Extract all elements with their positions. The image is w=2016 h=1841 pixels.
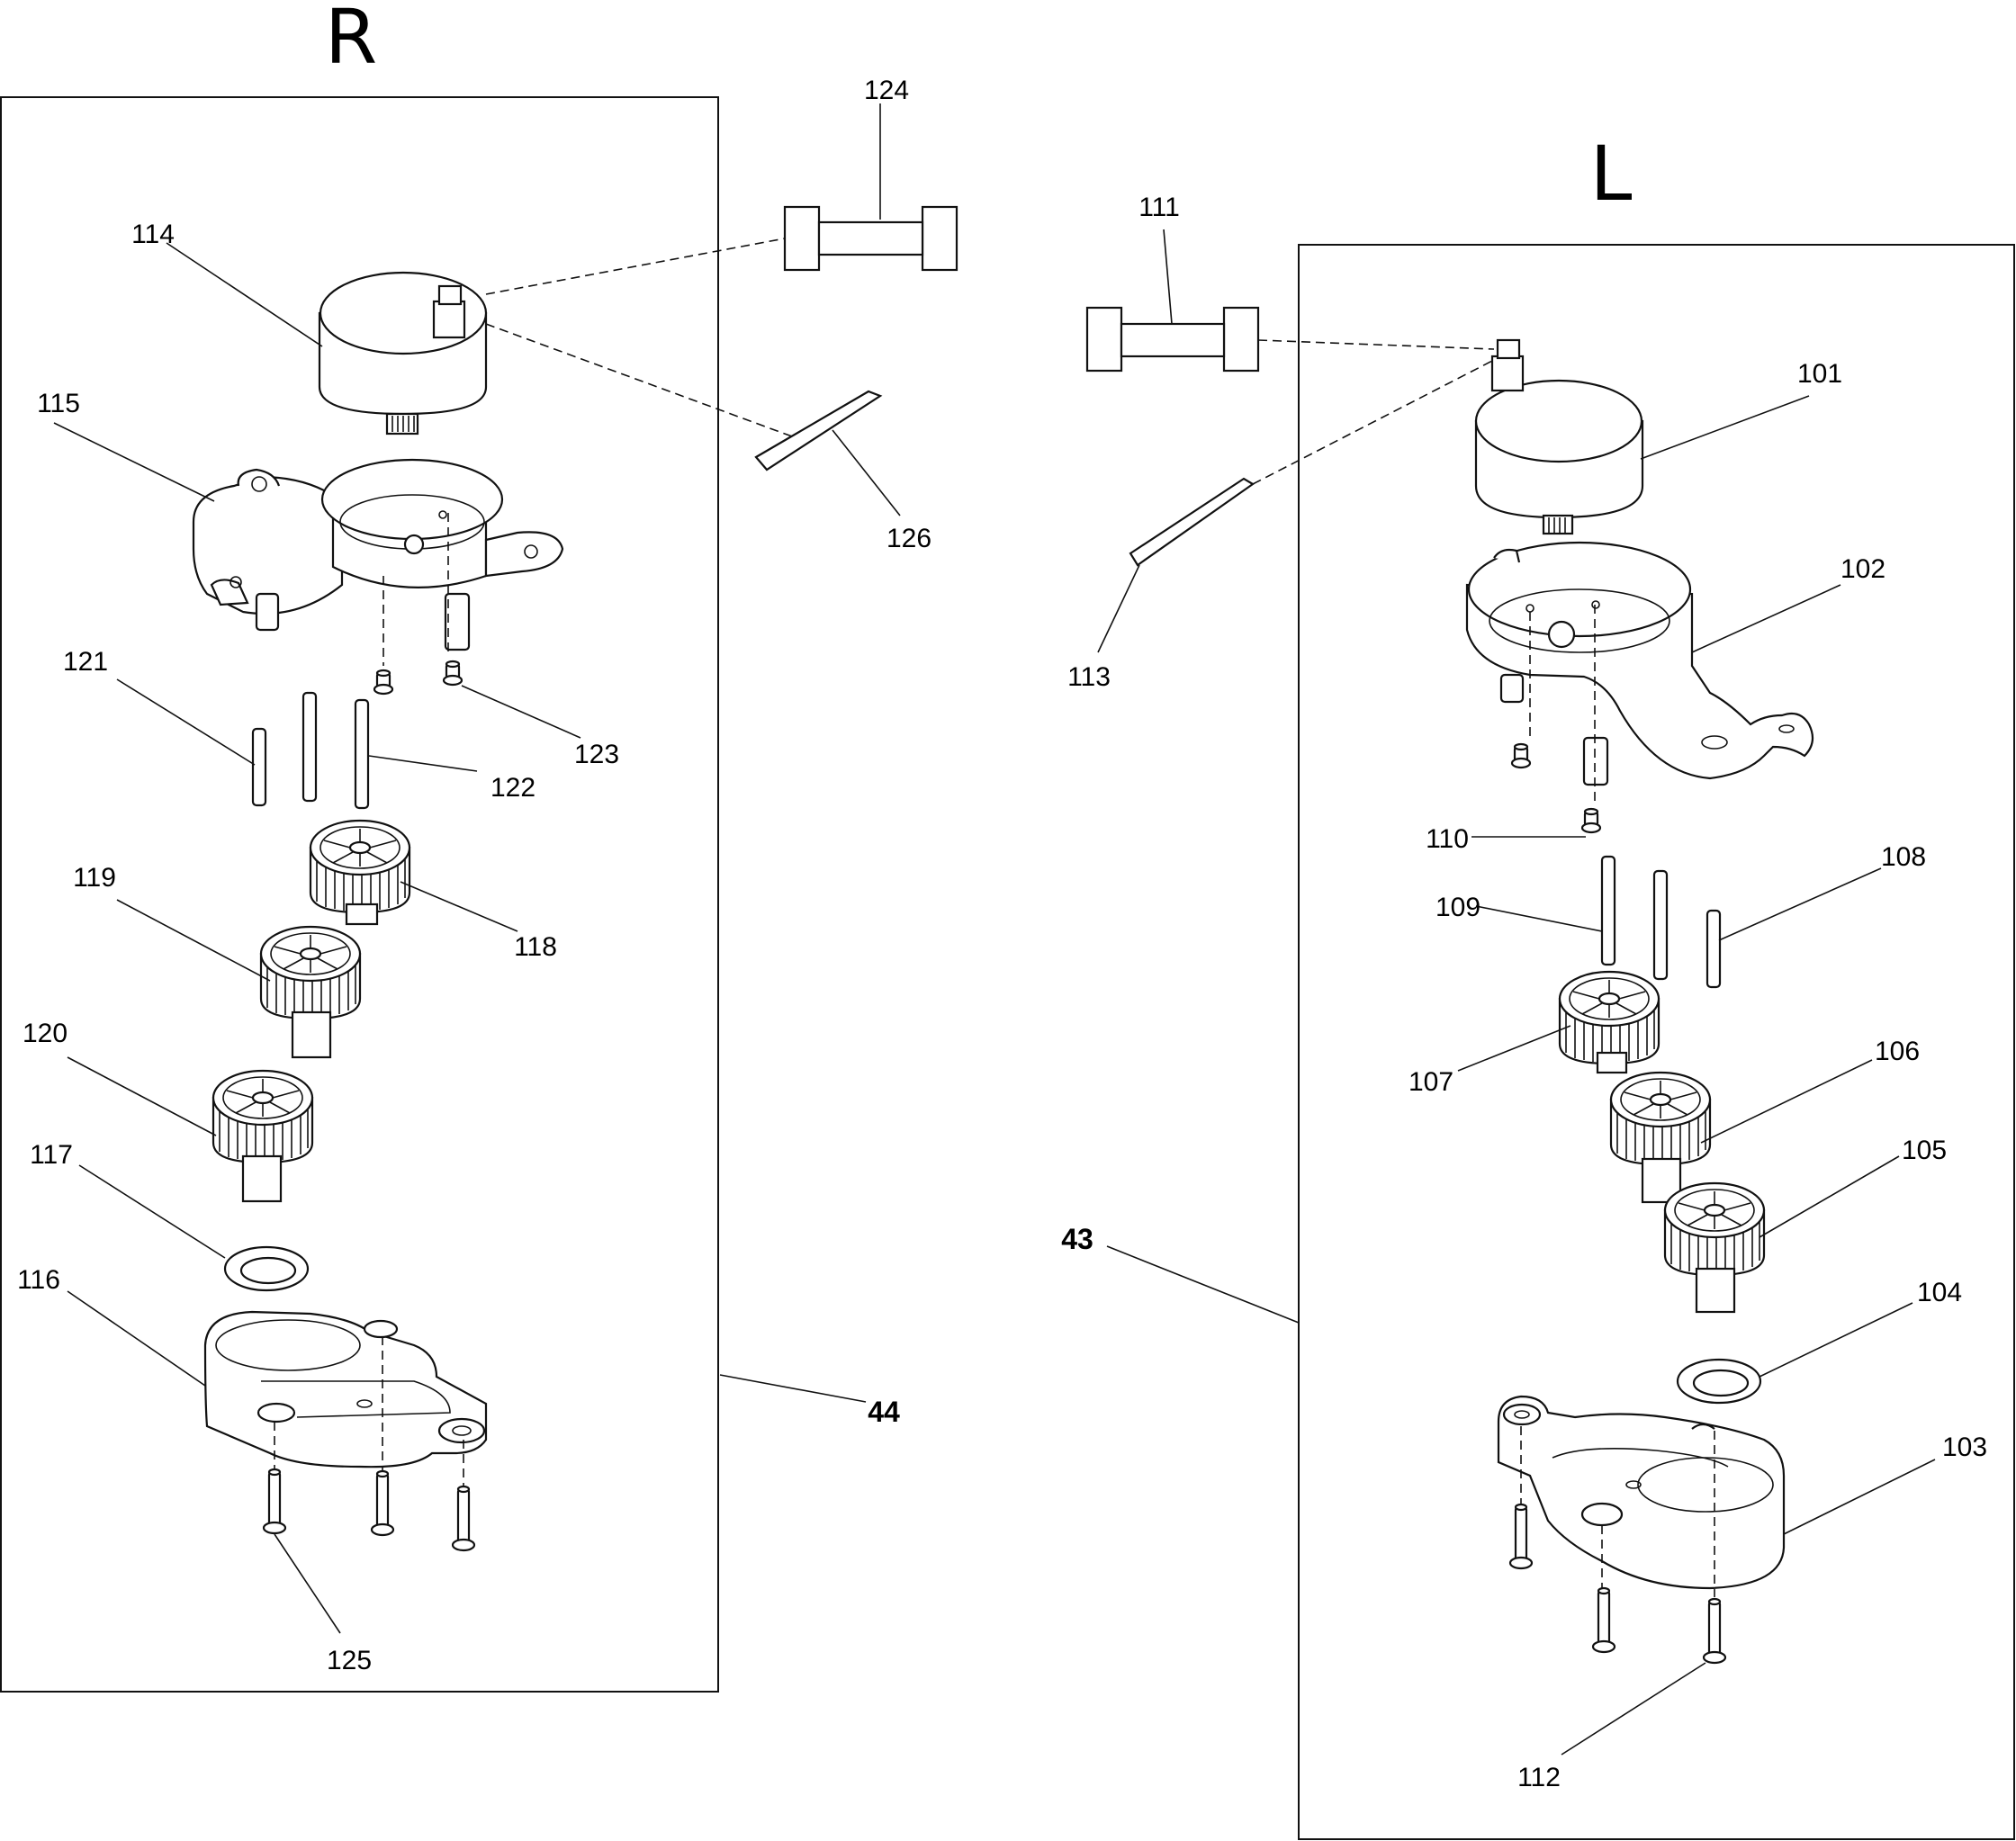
label-111: 111	[1138, 193, 1180, 222]
label-120: 120	[22, 1019, 68, 1048]
group-r-frame	[0, 96, 719, 1693]
label-121: 121	[63, 647, 108, 677]
screw-112c	[1702, 1597, 1727, 1665]
label-108: 108	[1881, 842, 1926, 872]
leader-lines	[53, 103, 1936, 1756]
gear-105-pinion	[1695, 1267, 1736, 1314]
gear-118	[309, 819, 411, 914]
ring-117	[223, 1245, 310, 1292]
screw-125b	[370, 1469, 395, 1537]
label-122: 122	[490, 773, 536, 803]
group-l-frame	[1298, 244, 2015, 1840]
group-r-letter: R	[325, 0, 377, 81]
gear-119-pinion	[291, 1010, 332, 1059]
label-101: 101	[1797, 359, 1842, 389]
label-112: 112	[1517, 1763, 1561, 1792]
label-103: 103	[1942, 1432, 1987, 1462]
gear-118-shaft	[345, 903, 379, 926]
label-117: 117	[30, 1140, 73, 1170]
label-44: 44	[868, 1396, 900, 1428]
bar-113	[1129, 477, 1256, 567]
label-125: 125	[327, 1646, 372, 1675]
gear-107	[1558, 970, 1660, 1065]
connector-124	[783, 205, 958, 272]
gear-120	[212, 1069, 314, 1164]
screw-112a	[1508, 1503, 1534, 1570]
label-116: 116	[17, 1265, 60, 1295]
gear-107-shaft	[1596, 1051, 1628, 1074]
part-labels: 114 124 115 126 121 122 123 119 118 120 …	[17, 76, 1987, 1792]
label-119: 119	[73, 863, 116, 893]
connector-111	[1085, 306, 1260, 373]
upper-housing-115	[192, 458, 564, 651]
label-115: 115	[37, 389, 80, 418]
screw-125a	[262, 1468, 287, 1535]
label-110: 110	[1426, 824, 1469, 854]
label-113: 113	[1067, 662, 1111, 692]
label-118: 118	[514, 932, 557, 962]
label-107: 107	[1408, 1067, 1454, 1097]
label-105: 105	[1902, 1136, 1947, 1165]
lower-housing-103	[1497, 1395, 1786, 1590]
screw-125c	[451, 1485, 476, 1552]
label-102: 102	[1840, 554, 1886, 584]
gear-119	[259, 925, 362, 1020]
label-114: 114	[131, 220, 175, 249]
pins-109-108	[1600, 855, 1722, 989]
screw-110a	[1510, 742, 1532, 769]
label-124: 124	[864, 76, 909, 105]
lower-housing-116	[203, 1310, 488, 1468]
gear-105	[1663, 1181, 1766, 1277]
label-106: 106	[1875, 1037, 1920, 1066]
pins-121-122	[251, 691, 370, 810]
gear-120-pinion	[241, 1154, 283, 1203]
label-109: 109	[1436, 893, 1480, 922]
label-123: 123	[574, 740, 619, 769]
ring-104	[1676, 1358, 1762, 1405]
group-l-letter: L	[1590, 130, 1633, 218]
label-126: 126	[886, 524, 932, 553]
screw-112b	[1591, 1586, 1616, 1654]
upper-housing-102	[1465, 541, 1814, 786]
label-104: 104	[1917, 1278, 1962, 1307]
bar-126	[754, 390, 883, 471]
label-43: 43	[1061, 1223, 1094, 1255]
screw-123a	[373, 669, 394, 696]
gear-106	[1609, 1071, 1712, 1166]
screw-123b	[442, 660, 464, 687]
motor-101	[1474, 338, 1644, 535]
motor-114	[318, 271, 488, 436]
screw-110b	[1580, 807, 1602, 834]
